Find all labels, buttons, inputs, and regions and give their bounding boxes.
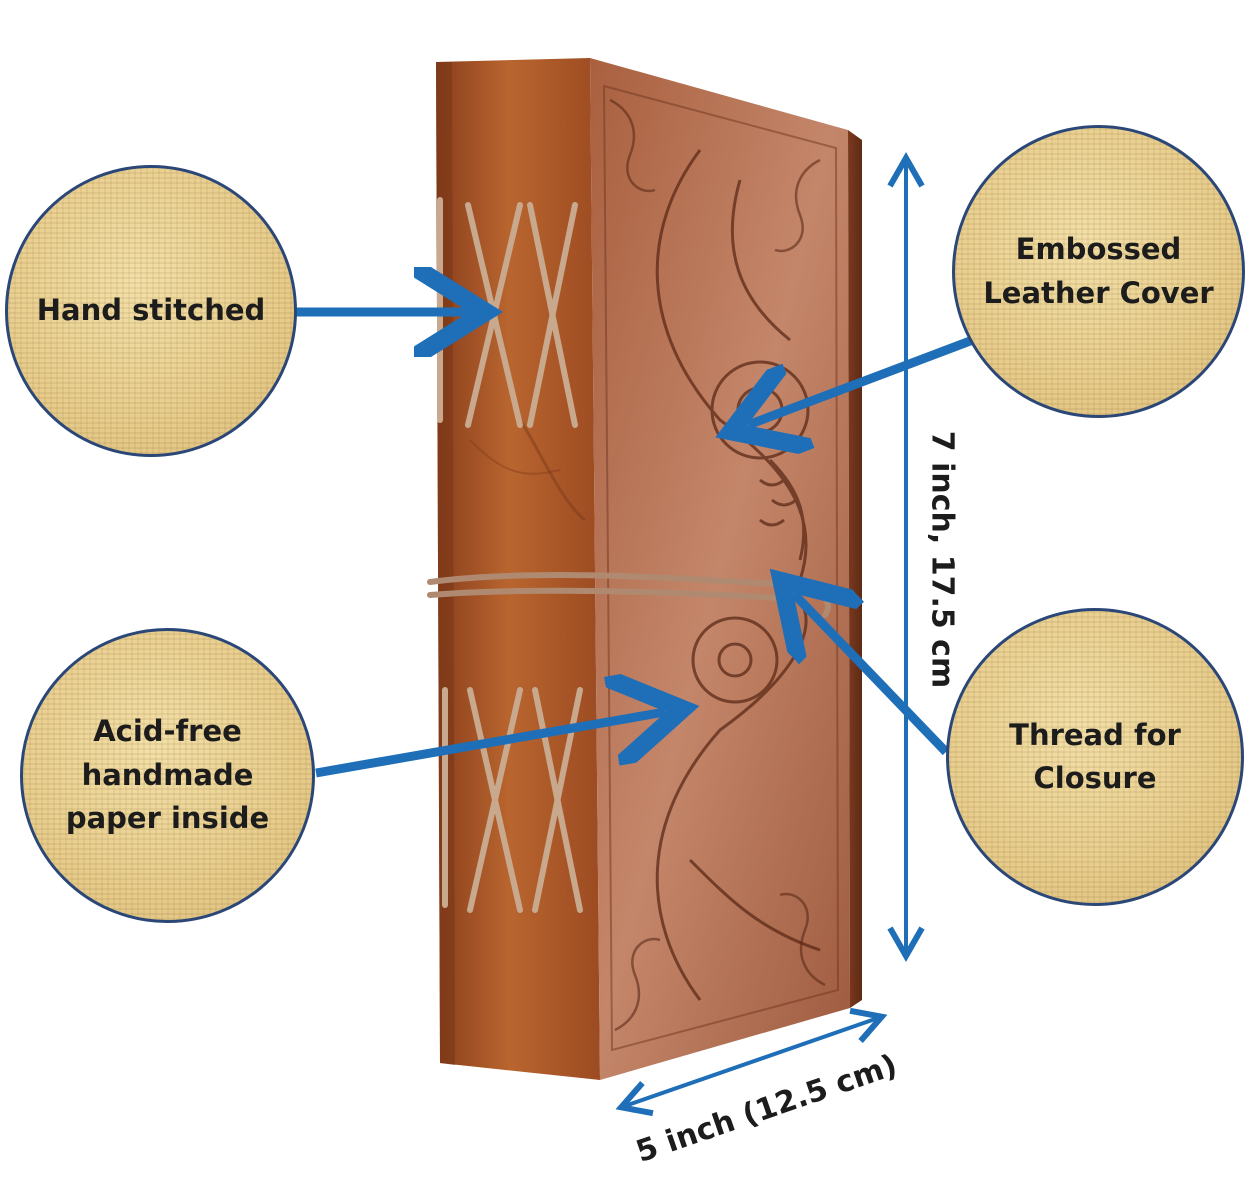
badge-embossed-cover: Embossed Leather Cover — [952, 125, 1245, 418]
book-front-cover — [590, 58, 862, 1080]
badge-hand-stitched: Hand stitched — [5, 165, 297, 457]
badge-acid-free-paper-label: Acid-free handmade paper inside — [65, 714, 270, 836]
badge-thread-closure-label: Thread for Closure — [1009, 717, 1181, 796]
badge-embossed-cover-label: Embossed Leather Cover — [983, 232, 1214, 310]
height-dimension-label: 7 inch, 17.5 cm — [924, 430, 960, 689]
arrow-acid-free-paper — [315, 712, 665, 778]
badge-thread-closure: Thread for Closure — [946, 608, 1244, 906]
spine-stitching-bottom — [442, 687, 583, 913]
badge-acid-free-paper: Acid-free handmade paper inside — [20, 628, 315, 923]
badge-hand-stitched-label: Hand stitched — [36, 293, 266, 328]
width-dimension-line — [615, 1007, 888, 1117]
arrow-embossed-cover — [748, 333, 980, 425]
